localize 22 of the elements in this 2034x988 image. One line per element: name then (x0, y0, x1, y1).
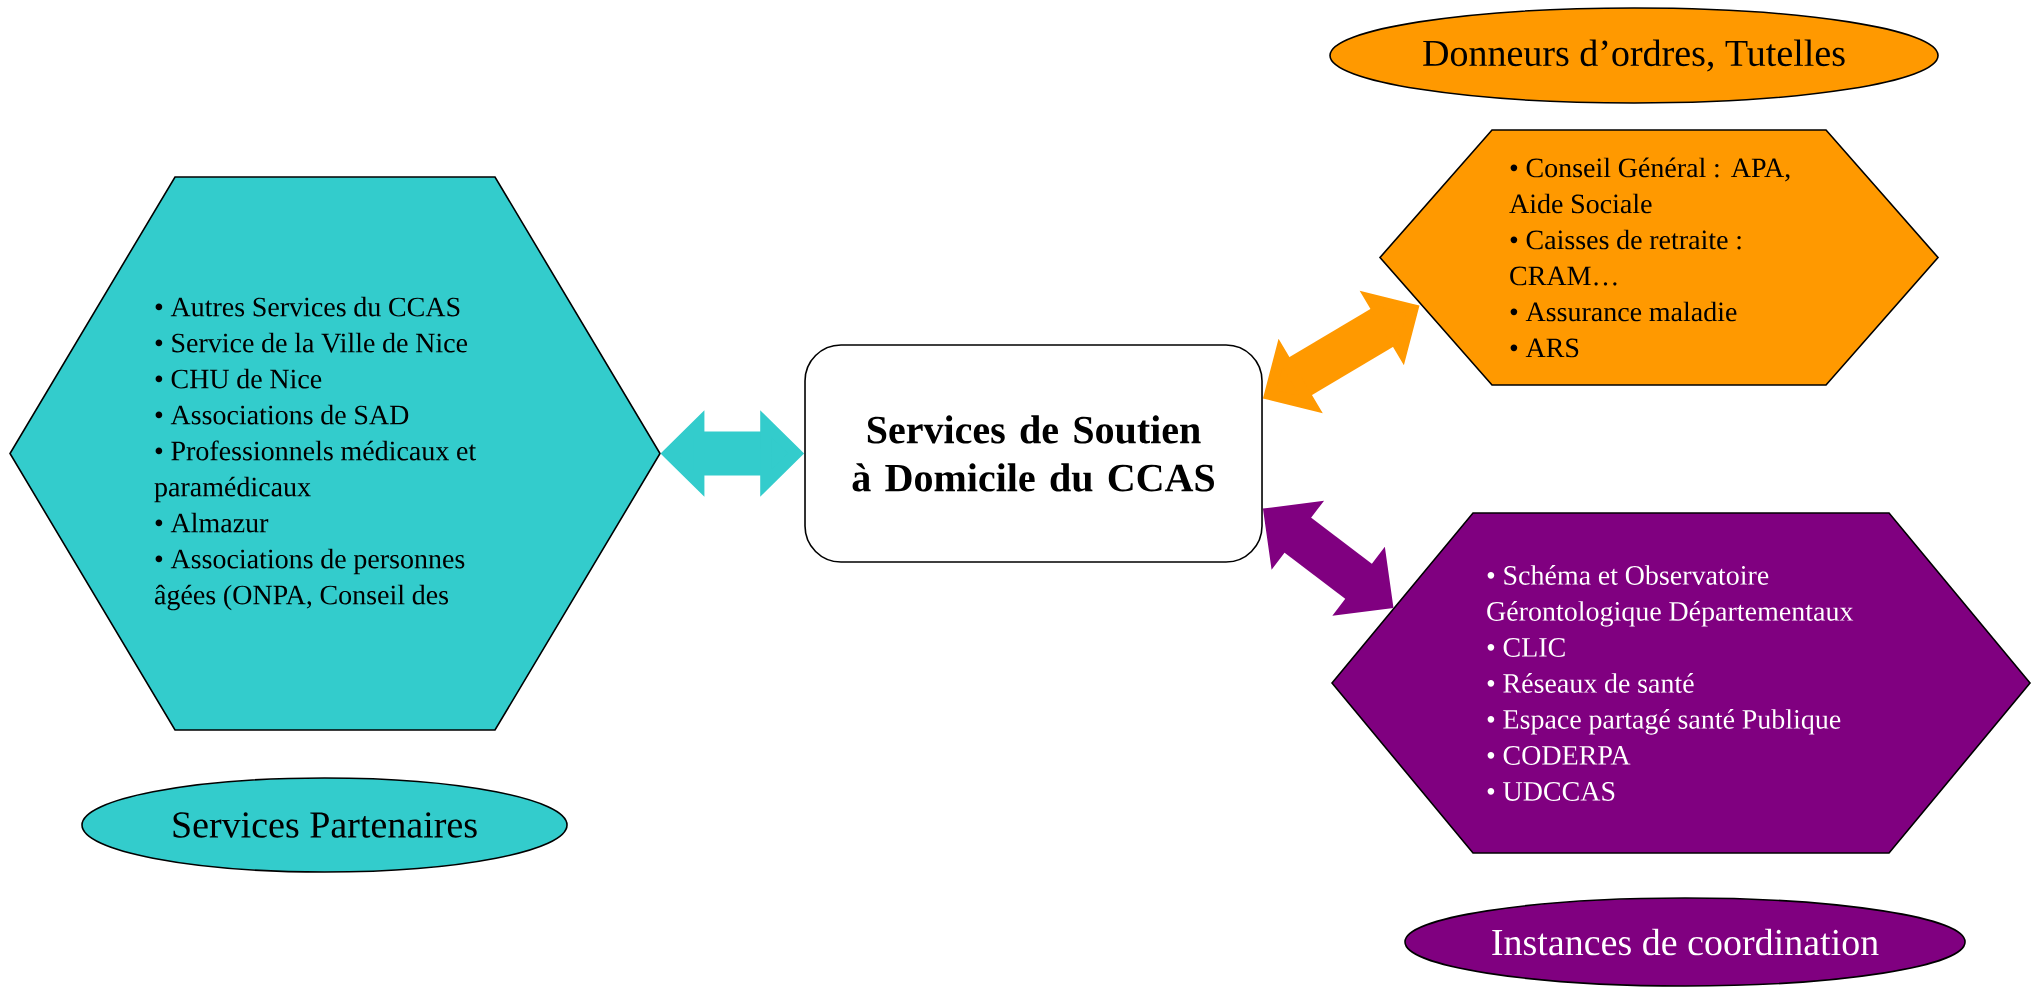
list-item: • Professionnels médicaux et paramédicaux (154, 440, 477, 503)
list-item: • Associations de personnes âgées (ONPA, Conseil des (155, 548, 465, 611)
list-item: • Réseaux de santé (1487, 673, 1694, 693)
list-item: • Service de la Ville de Nice (155, 332, 468, 353)
list-item: • Schéma et Observatoire Gérontologique Départementaux (1487, 565, 1854, 627)
list-item: • Espace partagé santé Publique (1487, 709, 1841, 735)
list-item: • Caisses de retraite : CRAM… (1510, 229, 1741, 286)
list-item: • CLIC (1487, 638, 1565, 657)
list-item: • Almazur (155, 512, 269, 533)
process-box: Services de Soutien à Domicile du CCAS (804, 344, 1263, 563)
list-item: • UDCCAS (1487, 782, 1615, 801)
list-item: • Associations de SAD (155, 404, 409, 425)
hexagon-box (9, 176, 661, 731)
oval-label: Instances de coordination (1404, 897, 1966, 987)
list-item: • Conseil Général : APA, Aide Sociale (1509, 157, 1790, 214)
oval-label: Donneurs d’ordres, Tutelles (1329, 7, 1939, 104)
list-item: • ARS (1510, 338, 1579, 358)
list-item: • Autres Services du CCAS (155, 296, 460, 317)
list-item: • CHU de Nice (155, 368, 322, 389)
oval-label: Services Partenaires (81, 777, 568, 873)
list-item: • CODERPA (1487, 746, 1631, 765)
list-item: • Assurance maladie (1510, 301, 1737, 322)
